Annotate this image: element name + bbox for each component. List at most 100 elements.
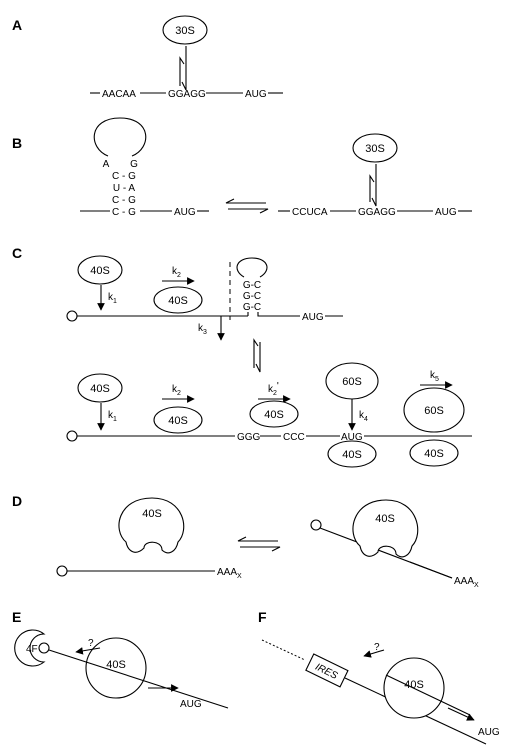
seq-aug: AUG [180,699,202,710]
k5-label: k5 [430,370,439,383]
seq-ggagg: GGAGG [358,207,396,218]
ribosome-40s-shape [352,499,419,558]
seq-aug-left: AUG [174,207,196,218]
seq-aug: AUG [478,727,500,738]
panel-a: A 30S AACAA GGAGG AUG [12,15,283,100]
ribosome-30s-label: 30S [365,143,385,155]
equilibrium-up-arrow [369,174,375,202]
stem-row-1-right: G [130,159,138,170]
hairpin-pair-1: G-C [243,280,261,291]
scanning-40s-label: 40S [168,295,188,307]
question-mark: ? [374,642,380,653]
equilibrium-left-arrow [225,198,266,204]
k4-label: k4 [359,410,368,423]
stem-row-1-left: A [103,159,110,170]
polya-tail: AAAX [217,567,242,580]
ribosome-40s-shape [118,497,185,554]
ribosome-40s-ellipse [77,373,123,403]
cap-circle [56,565,68,577]
elongating-60s-label: 60S [424,405,444,417]
k1-label: k1 [108,292,117,305]
mrna-line [247,312,300,317]
k2-prime-label: k2' [268,381,279,397]
equilibrium-right-arrow [240,546,281,552]
hairpin-pair-3: G-C [243,302,261,313]
ribosome-40s-label: 40S [404,679,424,691]
panel-a-label: A [12,17,22,33]
panel-d: D 40S AAAX 40S AAAX [12,493,479,589]
panel-b-label: B [12,135,22,151]
stem-row-2: C - G [112,171,136,182]
mrna-line [48,649,229,709]
backward-arrow [75,647,101,655]
scanning-40s-label: 40S [168,415,188,427]
elongating-60s-ellipse [403,387,465,433]
equilibrium-right-arrow [228,208,269,214]
ribosome-40s-label: 40S [106,659,126,671]
stem-row-3: U - A [113,183,136,194]
panel-f: F IRES ? 40S AUG [258,609,500,745]
ribosome-40s-label: 40S [142,508,162,520]
hairpin-pair-2: G-C [243,291,261,302]
panel-d-label: D [12,493,22,509]
ribosome-40s-label: 40S [90,383,110,395]
panel-c-label: C [12,245,22,261]
k3-label: k3 [198,323,207,336]
scanning-40s-ellipse [153,286,203,314]
stem-row-4: C - G [112,195,136,206]
seq-ggagg: GGAGG [168,89,206,100]
cap-circle [66,430,78,442]
seq-aug: AUG [435,207,457,218]
k1-label: k1 [108,410,117,423]
equilibrium-up-arrow [253,338,259,368]
ribosome-40s-label: 40S [375,513,395,525]
seq-aug: AUG [245,89,267,100]
seq-ggg: GGG [237,432,261,443]
backward-arrow [363,649,385,658]
cap-circle [310,519,322,531]
mrna-line [385,674,471,716]
ires-box [305,653,349,688]
panel-b: B A G C - G U - A C - G C - G AUG 30S CC… [12,117,472,218]
panel-e-label: E [12,609,21,625]
k2-label: k2 [172,384,181,397]
equilibrium-left-arrow [237,536,278,542]
cap-circle [66,310,78,322]
seq-ccuca: CCUCA [292,207,328,218]
stem-row-5: C - G [112,207,136,218]
equilibrium-up-arrow [179,56,185,86]
ribosome-30s-ellipse [162,15,208,45]
seq-aacaa: AACAA [102,89,136,100]
initiation-40s-ellipse [327,440,377,468]
seq-ccc: CCC [283,432,305,443]
upstream-dotted-line [261,639,306,661]
ribosome-40s-shape [85,637,147,699]
seq-aug: AUG [341,432,363,443]
ribosome-30s-label: 30S [175,25,195,37]
elongating-40s-ellipse [409,439,459,467]
initiation-40s-label: 40S [342,449,362,461]
polya-tail: AAAX [454,576,479,589]
eif4f-shape [14,629,46,667]
scanning-arrow [447,707,475,721]
ribosome-40s-ellipse [77,255,123,285]
scanning-40s-ellipse [153,406,203,434]
hairpin-loop [93,117,147,157]
panel-c: C 40S k1 k2 40S k3 G-C G-C G-C AUG 40S k… [12,245,472,468]
scanning-40s-ellipse [249,400,299,428]
equilibrium-down-arrow [371,164,377,207]
panel-e: E 4F 40S ? AUG [12,609,229,710]
panel-f-label: F [258,609,267,625]
ribosome-40s-label: 40S [90,265,110,277]
hairpin-loop [236,257,268,278]
scanning-40s-label: 40S [264,409,284,421]
question-mark: ? [88,638,94,649]
elongating-40s-label: 40S [424,448,444,460]
mrna-line [409,561,453,579]
ribosome-60s-label: 60S [342,376,362,388]
k2-label: k2 [172,266,181,279]
eif4f-label: 4F [26,644,38,655]
ribosome-30s-ellipse [352,133,398,163]
seq-aug: AUG [302,312,324,323]
